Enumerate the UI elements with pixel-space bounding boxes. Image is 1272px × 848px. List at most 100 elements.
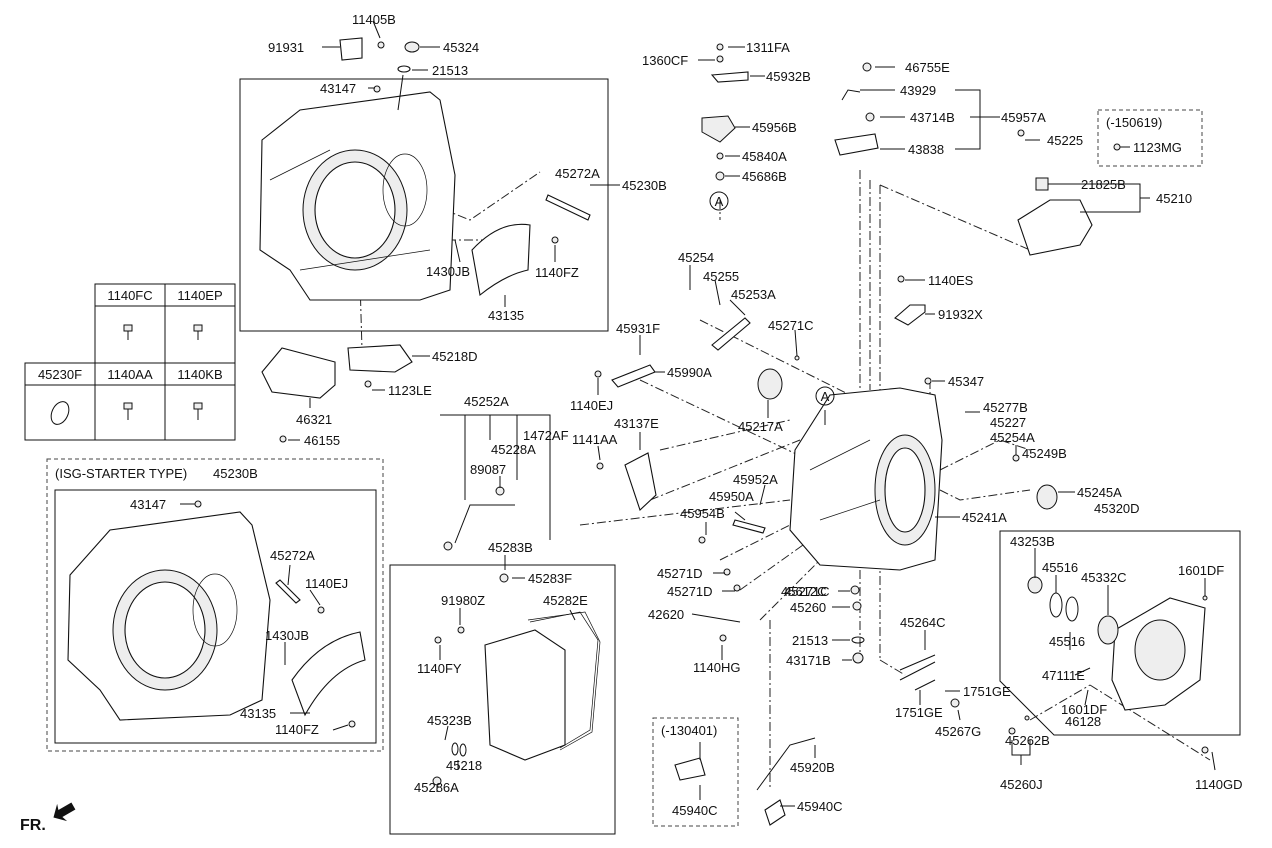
label-45272a: 45272A [555, 166, 600, 181]
label-45230b: 45230B [213, 466, 258, 481]
label-1123mg: 1123MG [1133, 140, 1182, 155]
label-45954b: 45954B [680, 506, 725, 521]
label-1140fy: 1140FY [417, 661, 462, 676]
bracket-91931-part [339, 37, 363, 61]
label-45260: 45260 [790, 600, 826, 615]
label-45217a: 45217A [738, 419, 783, 434]
label-43147: 43147 [320, 81, 356, 96]
label-43714b: 43714B [910, 110, 955, 125]
gasket-45282E-part [527, 611, 601, 751]
label-fr: FR. [20, 817, 46, 834]
label-45249b: 45249B [1022, 446, 1067, 461]
oil-pan-group-box [389, 564, 616, 835]
label-45686b: 45686B [742, 169, 787, 184]
label-45252a: 45252A [464, 394, 509, 409]
seal-45332C-part [1097, 615, 1119, 645]
label-1601df: 1601DF [1178, 563, 1224, 578]
label-45271d: 45271D [667, 584, 713, 599]
table-header-1140aa: 1140AA [107, 367, 153, 382]
label-45264c: 45264C [900, 615, 946, 630]
reference-circle-a [709, 191, 729, 211]
cap-45324-part [404, 41, 420, 53]
bellhousing-group-box [239, 78, 609, 332]
label-45228a: 45228A [491, 442, 536, 457]
label-45956b: 45956B [752, 120, 797, 135]
label-1311fa: 1311FA [746, 40, 790, 55]
label-1751ge: 1751GE [963, 684, 1011, 699]
pipe-45252A-part [454, 504, 515, 544]
table-header-1140kb: 1140KB [177, 367, 222, 382]
bolt-icon [123, 324, 133, 340]
label-1601df: 1601DF [1061, 702, 1107, 717]
rear-cover-group-box [999, 530, 1241, 736]
bracket-45210-part [1017, 199, 1093, 256]
label-45218: 45218 [446, 758, 482, 773]
part-labels: 11405B 91931 45324 21513 43147 45272A 45… [20, 12, 1242, 834]
label-45932b: 45932B [766, 69, 811, 84]
isg-inner-box [54, 489, 377, 744]
o-ring-icon [50, 401, 70, 425]
label-45267g: 45267G [935, 724, 981, 739]
label-43147: 43147 [130, 497, 166, 512]
label-89087: 89087 [470, 462, 506, 477]
table-header-45230f: 45230F [38, 367, 82, 382]
label-46155: 46155 [304, 433, 340, 448]
leader-lines [180, 20, 1216, 807]
label-45957a: 45957A [1001, 110, 1046, 125]
label-43135: 43135 [488, 308, 524, 323]
label-1751ge: 1751GE [895, 705, 943, 720]
label-11405b: 11405B [352, 12, 396, 27]
label-45260j: 45260J [1000, 777, 1043, 792]
bracket-45218D-part [347, 344, 413, 373]
reference-circle-a [815, 386, 835, 406]
label-45840a: 45840A [742, 149, 787, 164]
label-1140gd: 1140GD [1195, 777, 1242, 792]
label-circle-a: A [715, 194, 724, 209]
label-45277b: 45277B [983, 400, 1028, 415]
label-45230b: 45230B [622, 178, 667, 193]
label-45271d: 45271D [657, 566, 703, 581]
harness-45920B-part [756, 737, 816, 791]
label-130401: (-130401) [661, 723, 717, 738]
label-43838: 43838 [908, 142, 944, 157]
label-45320d: 45320D [1094, 501, 1140, 516]
baffle-43135-part [471, 223, 531, 297]
plate-45950A-part [732, 519, 766, 534]
label-43135: 43135 [240, 706, 276, 721]
block-21825B-part [1035, 177, 1049, 191]
label-21513: 21513 [432, 63, 468, 78]
plug-43253B-part [1027, 576, 1043, 594]
bracket-45932B-part [710, 71, 749, 83]
label-45940c: 45940C [797, 799, 843, 814]
label-1140fz: 1140FZ [275, 722, 319, 737]
pipe-43929-part [841, 89, 861, 101]
label-45253a: 45253A [731, 287, 776, 302]
label-91980z: 91980Z [441, 593, 485, 608]
table-header-1140fc: 1140FC [107, 288, 152, 303]
pipes-45264C-part [899, 654, 936, 691]
label-45227: 45227 [990, 415, 1026, 430]
guide-45272A-isg-part [275, 579, 301, 604]
label-21513: 21513 [792, 633, 828, 648]
label-1140hg: 1140HG [693, 660, 740, 675]
seal-45245A-part [1036, 484, 1058, 510]
label-1430jb: 1430JB [426, 264, 470, 279]
label-45612c: 45612C [781, 584, 827, 599]
label-91931: 91931 [268, 40, 304, 55]
label-45254: 45254 [678, 250, 714, 265]
label-45324: 45324 [443, 40, 479, 55]
label-45254a: 45254A [990, 430, 1035, 445]
variant-130401-box [652, 717, 739, 827]
sensor-45940C-part [764, 799, 786, 826]
label-45271c: 45271C [768, 318, 814, 333]
label-1430jb: 1430JB [265, 628, 309, 643]
lever-45990A-part [611, 364, 656, 388]
label-1140ej: 1140EJ [570, 398, 613, 413]
seal-45217A-part [757, 368, 783, 400]
guard-43137E-part [624, 452, 657, 511]
baffle-43135-isg-part [291, 631, 366, 717]
bolt-icon [123, 402, 133, 420]
label-1140fz: 1140FZ [535, 265, 579, 280]
label-21825b: 21825B [1081, 177, 1126, 192]
